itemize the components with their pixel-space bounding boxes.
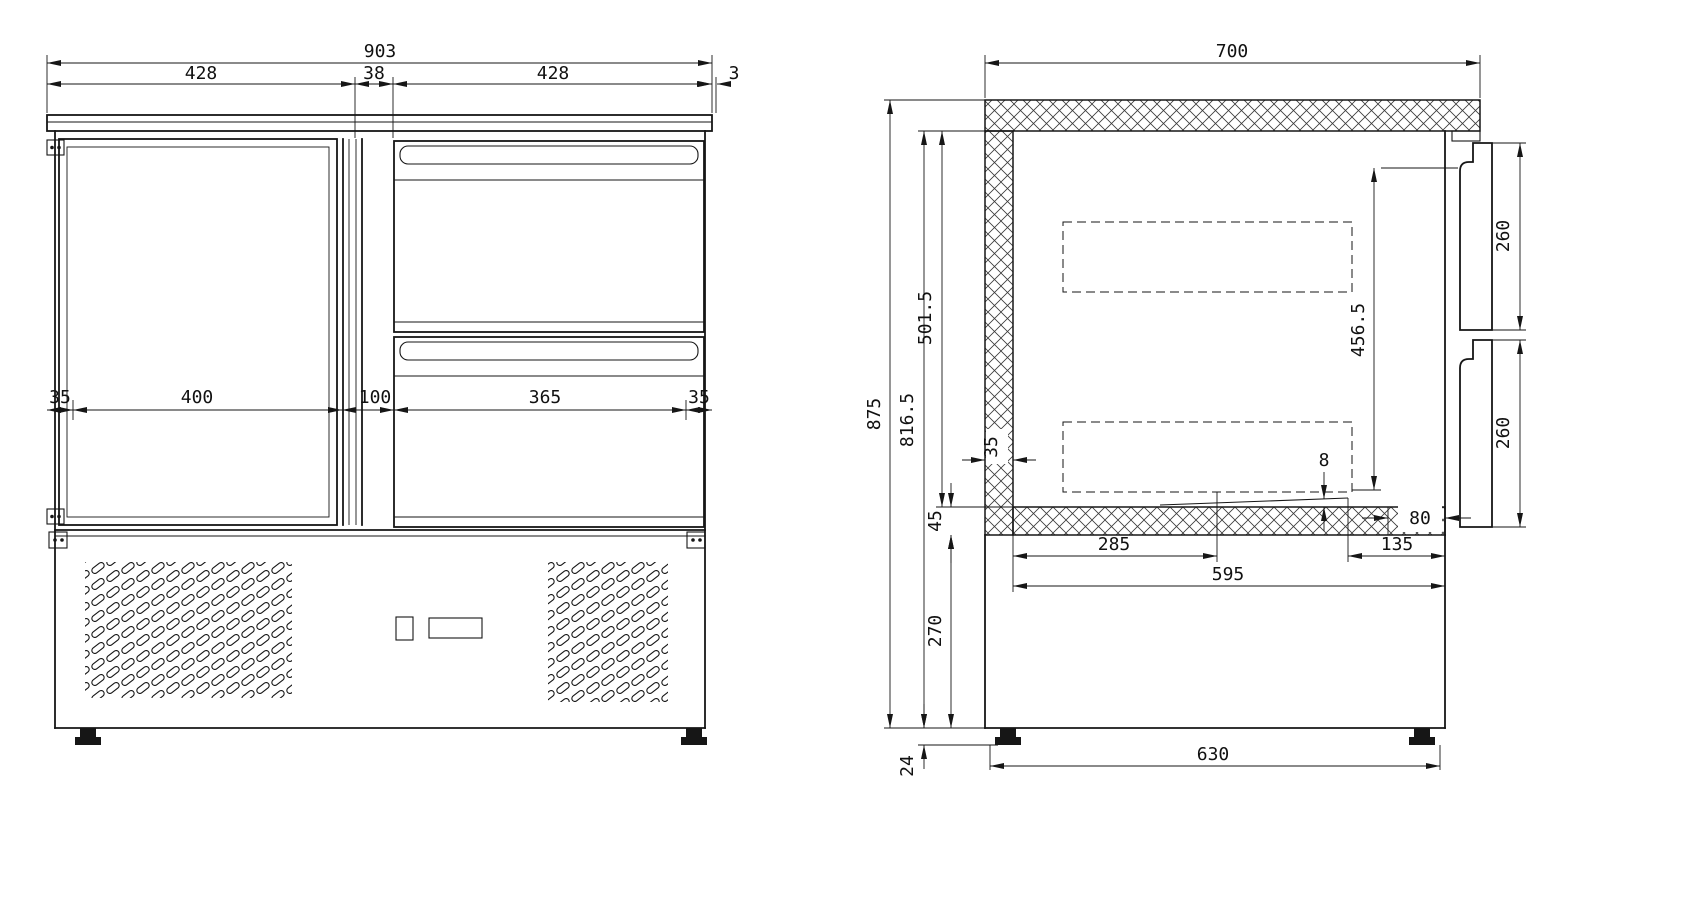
front-vent-grilles bbox=[85, 562, 668, 702]
dim-drawer-top: 260 bbox=[1493, 220, 1514, 253]
front-view: 903 428 38 428 3 bbox=[46, 41, 740, 745]
side-structure bbox=[984, 99, 1493, 729]
dim-body-height: 816.5 bbox=[897, 393, 918, 447]
drawer-2-handle bbox=[399, 341, 699, 361]
door-panel bbox=[58, 138, 338, 526]
dim-interior-height: 501.5 bbox=[915, 291, 936, 345]
front-mid-dimensions: 35 400 100 365 35 bbox=[47, 387, 712, 420]
insulated-back-wall bbox=[984, 130, 1014, 536]
drawer-2-side-profile bbox=[1459, 339, 1493, 528]
front-body bbox=[54, 130, 706, 729]
dim-floor-right: 135 bbox=[1381, 534, 1414, 555]
dim-drain-drop: 8 bbox=[1319, 450, 1330, 471]
dim-top-right: 428 bbox=[537, 63, 570, 84]
dim-mid-door: 400 bbox=[181, 387, 214, 408]
dim-mid-post: 100 bbox=[359, 387, 392, 408]
dim-foot-height: 24 bbox=[897, 755, 918, 777]
dim-drawer-span: 456.5 bbox=[1348, 303, 1369, 357]
side-left-dimensions: 875 816.5 501.5 45 270 24 35 bbox=[864, 99, 1036, 777]
dim-depth: 700 bbox=[1216, 41, 1249, 62]
dim-floor-left: 285 bbox=[1098, 534, 1131, 555]
vent-grille-left bbox=[85, 562, 292, 698]
front-control-panel bbox=[395, 616, 483, 641]
front-drawers bbox=[393, 140, 705, 528]
vent-grille-right bbox=[548, 562, 668, 702]
dim-wall-thickness: 35 bbox=[981, 436, 1002, 458]
front-base-brackets bbox=[48, 531, 706, 549]
dim-mid-drawer: 365 bbox=[529, 387, 562, 408]
dim-bottom-thickness: 45 bbox=[925, 510, 946, 532]
dim-top-left: 428 bbox=[185, 63, 218, 84]
dim-top-edge: 3 bbox=[729, 63, 740, 84]
side-right-dimensions: 260 260 456.5 bbox=[1348, 142, 1526, 528]
dim-base-height: 270 bbox=[925, 615, 946, 648]
front-center-post bbox=[342, 138, 363, 526]
drawer-1-front bbox=[393, 140, 705, 333]
drain-slope-line bbox=[1159, 497, 1349, 506]
side-feet bbox=[995, 728, 1435, 745]
dim-mid-right-margin: 35 bbox=[688, 387, 710, 408]
dim-top-center: 38 bbox=[363, 63, 385, 84]
dim-overall-width: 903 bbox=[364, 41, 397, 62]
drawer-1-handle bbox=[399, 145, 699, 165]
hinge-bottom bbox=[46, 508, 65, 525]
controller-display bbox=[428, 617, 483, 639]
dim-base-width: 630 bbox=[1197, 744, 1230, 765]
drawer-1-side-profile bbox=[1459, 142, 1493, 331]
front-countertop bbox=[46, 114, 713, 132]
hinge-top bbox=[46, 139, 65, 156]
insulated-bottom bbox=[1012, 506, 1446, 536]
drawer-box-hidden-bottom bbox=[1062, 421, 1353, 493]
side-view: 700 875 816.5 501.5 bbox=[864, 41, 1526, 777]
dim-total-height: 875 bbox=[864, 398, 885, 431]
front-top-dimensions: 903 428 38 428 3 bbox=[46, 41, 740, 138]
countertop-section bbox=[984, 99, 1481, 132]
countertop-front-trim bbox=[1451, 130, 1481, 142]
dim-bottom-right-width: 80 bbox=[1409, 508, 1431, 529]
dim-mid-left-margin: 35 bbox=[49, 387, 71, 408]
front-feet bbox=[75, 728, 707, 745]
drawer-box-hidden-top bbox=[1062, 221, 1353, 293]
drawer-2-front bbox=[393, 336, 705, 528]
dim-drawer-bottom: 260 bbox=[1493, 417, 1514, 450]
power-switch bbox=[395, 616, 414, 641]
side-bottom-dimensions: 8 80 285 135 595 630 bbox=[989, 450, 1471, 770]
countertop-front bbox=[46, 114, 713, 132]
dim-floor-width: 595 bbox=[1212, 564, 1245, 585]
side-top-dimension: 700 bbox=[984, 41, 1481, 98]
front-door bbox=[46, 138, 338, 526]
